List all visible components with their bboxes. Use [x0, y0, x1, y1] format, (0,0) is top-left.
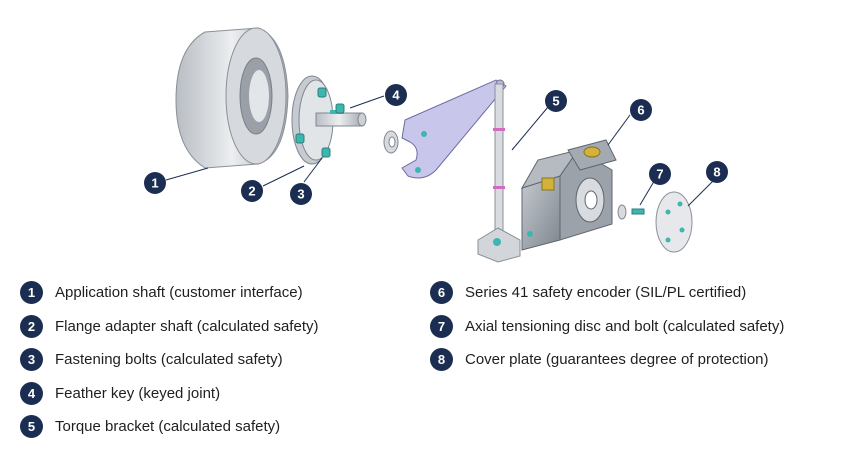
fastening-bolts-part [295, 87, 345, 158]
legend-item: 5 Torque bracket (calculated safety) [20, 410, 440, 444]
flange-adapter-part [291, 75, 367, 165]
callout-1: 1 [144, 172, 166, 194]
legend-item: 8 Cover plate (guarantees degree of prot… [430, 343, 850, 377]
legend-text: Feather key (keyed joint) [55, 384, 221, 402]
callout-2: 2 [241, 180, 263, 202]
callout-6: 6 [630, 99, 652, 121]
svg-text:8: 8 [713, 165, 720, 180]
legend-item: 7 Axial tensioning disc and bolt (calcul… [430, 310, 850, 344]
callout-8: 8 [706, 161, 728, 183]
svg-text:6: 6 [637, 103, 644, 118]
safety-encoder-part [520, 139, 617, 251]
legend-text: Series 41 safety encoder (SIL/PL certifi… [465, 284, 747, 302]
svg-text:5: 5 [552, 94, 559, 109]
washer-part [383, 130, 399, 154]
legend-text: Axial tensioning disc and bolt (calculat… [465, 317, 785, 335]
number-badge: 7 [430, 314, 453, 338]
callout-4: 4 [385, 84, 407, 106]
callout-7: 7 [649, 163, 671, 185]
exploded-assembly-drawing: 1 2 3 4 5 6 7 8 [144, 27, 728, 263]
number-badge: 4 [20, 381, 43, 405]
number-badge: 2 [20, 314, 43, 338]
legend-text: Application shaft (customer interface) [55, 284, 303, 302]
leader-lines [165, 95, 715, 207]
number-badge: 6 [430, 281, 453, 305]
number-badge: 1 [20, 281, 43, 305]
number-badge: 3 [20, 348, 43, 372]
svg-text:2: 2 [248, 184, 255, 199]
torque-bracket-part [401, 79, 521, 263]
svg-text:3: 3 [297, 187, 304, 202]
tensioning-disc-part [617, 204, 645, 220]
application-shaft-part [175, 27, 289, 169]
cover-plate-part [655, 191, 693, 253]
legend-left-column: 1 Application shaft (customer interface)… [20, 276, 440, 444]
svg-text:4: 4 [392, 88, 400, 103]
legend-item: 1 Application shaft (customer interface) [20, 276, 440, 310]
legend-item: 3 Fastening bolts (calculated safety) [20, 343, 440, 377]
callout-3: 3 [290, 183, 312, 205]
callout-5: 5 [545, 90, 567, 112]
svg-text:7: 7 [656, 167, 663, 182]
legend-text: Flange adapter shaft (calculated safety) [55, 317, 319, 335]
legend-item: 6 Series 41 safety encoder (SIL/PL certi… [430, 276, 850, 310]
legend-right-column: 6 Series 41 safety encoder (SIL/PL certi… [430, 276, 850, 377]
legend-text: Fastening bolts (calculated safety) [55, 351, 283, 369]
svg-text:1: 1 [151, 176, 158, 191]
legend-item: 4 Feather key (keyed joint) [20, 377, 440, 411]
legend-item: 2 Flange adapter shaft (calculated safet… [20, 310, 440, 344]
legend-text: Cover plate (guarantees degree of protec… [465, 351, 769, 369]
number-badge: 5 [20, 415, 43, 439]
legend-text: Torque bracket (calculated safety) [55, 418, 281, 436]
number-badge: 8 [430, 348, 453, 372]
